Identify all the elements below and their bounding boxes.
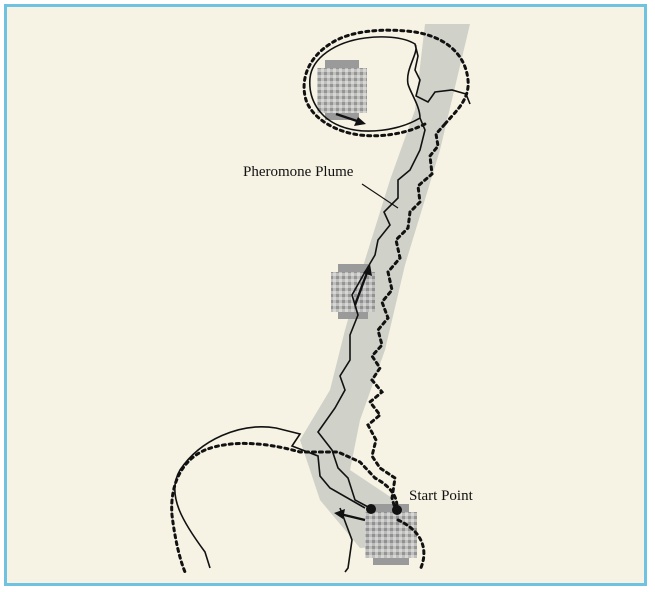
robot-icon-top [317, 60, 367, 120]
start-point-marker-right [392, 505, 402, 515]
pheromone-plume-label: Pheromone Plume [243, 164, 354, 180]
start-point-label: Start Point [409, 488, 474, 504]
start-point-marker-left [366, 504, 376, 514]
